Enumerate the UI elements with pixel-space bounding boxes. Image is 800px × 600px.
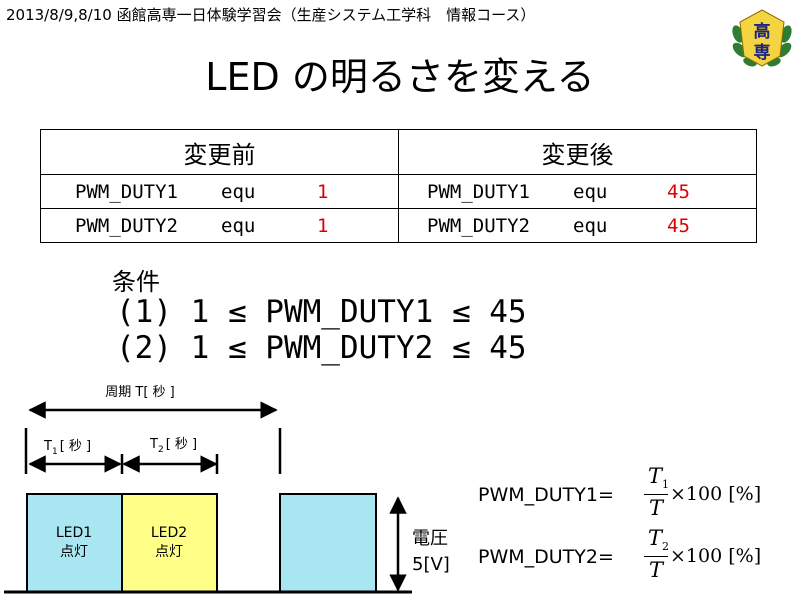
t1-label: T1[ 秒 ] — [43, 439, 91, 457]
voltage-label-line1: 電圧 — [412, 528, 448, 549]
school-emblem-logo: 高 専 — [732, 9, 792, 67]
voltage-label-line2: 5[V] — [412, 554, 450, 575]
header-text: 2013/8/9,8/10 函館高専一日体験学習会（生産システム工学科 情報コー… — [6, 6, 536, 24]
fraction-bar — [644, 494, 668, 495]
table-row: PWM_DUTY1 equ 1 PWM_DUTY1 equ 45 — [40, 174, 757, 209]
param-op: equ — [221, 215, 256, 237]
cell-after-row1: PWM_DUTY1 equ 45 — [398, 174, 757, 209]
formula-2: PWM_DUTY2= T2 T ×100 [%] — [478, 526, 788, 592]
param-value: 1 — [317, 181, 329, 203]
param-name: PWM_DUTY2 — [75, 215, 178, 237]
condition-line-1: (1) 1 ≤ PWM_DUTY1 ≤ 45 — [116, 294, 527, 330]
param-name: PWM_DUTY1 — [75, 181, 178, 203]
period-label: 周期 T[ 秒 ] — [105, 385, 174, 400]
formula-1: PWM_DUTY1= T1 T ×100 [%] — [478, 464, 788, 530]
param-value: 1 — [317, 215, 329, 237]
led1-pulse-next — [279, 493, 377, 593]
t2-label: T2[ 秒 ] — [149, 437, 197, 455]
param-op: equ — [221, 181, 256, 203]
table-header-row: 変更前 変更後 — [40, 129, 757, 175]
page-title: LED の明るさを変える — [205, 55, 595, 99]
param-name: PWM_DUTY2 — [427, 215, 530, 237]
led2-label-line1: LED2 — [151, 525, 187, 541]
param-value: 45 — [667, 181, 690, 203]
logo-text-top: 高 — [754, 21, 771, 42]
led1-label-line1: LED1 — [56, 525, 92, 541]
param-name: PWM_DUTY1 — [427, 181, 530, 203]
param-value: 45 — [667, 215, 690, 237]
header-after: 変更後 — [398, 129, 757, 175]
formula-denominator: T — [649, 496, 664, 520]
table-row: PWM_DUTY2 equ 1 PWM_DUTY2 equ 45 — [40, 208, 757, 243]
param-op: equ — [573, 215, 608, 237]
condition-line-2: (2) 1 ≤ PWM_DUTY2 ≤ 45 — [116, 330, 527, 366]
led2-label-line2: 点灯 — [155, 544, 183, 560]
formula-lhs: PWM_DUTY1= — [478, 484, 614, 506]
led1-pulse — [26, 493, 123, 593]
formula-numerator: T1 — [648, 464, 670, 492]
formula-denominator: T — [649, 558, 664, 582]
formula-numerator: T2 — [648, 526, 670, 554]
cell-before-row1: PWM_DUTY1 equ 1 — [40, 174, 399, 209]
led2-pulse — [121, 493, 218, 593]
pwm-timing-diagram: 周期 T[ 秒 ] T1[ 秒 ] T2[ 秒 ] LED1 点灯 LED2 点… — [4, 385, 450, 594]
formula-rest: ×100 [%] — [670, 483, 762, 505]
cell-after-row2: PWM_DUTY2 equ 45 — [398, 208, 757, 243]
led1-label-line2: 点灯 — [60, 544, 88, 560]
formula-rest: ×100 [%] — [670, 545, 762, 567]
header-before: 変更前 — [40, 129, 399, 175]
cell-before-row2: PWM_DUTY2 equ 1 — [40, 208, 399, 243]
comparison-table: 変更前 変更後 PWM_DUTY1 equ 1 PWM_DUTY1 equ 45… — [40, 129, 757, 243]
conditions-label: 条件 — [112, 268, 160, 296]
fraction-bar — [644, 556, 668, 557]
param-op: equ — [573, 181, 608, 203]
logo-text-bottom: 専 — [754, 43, 771, 63]
formula-lhs: PWM_DUTY2= — [478, 546, 614, 568]
